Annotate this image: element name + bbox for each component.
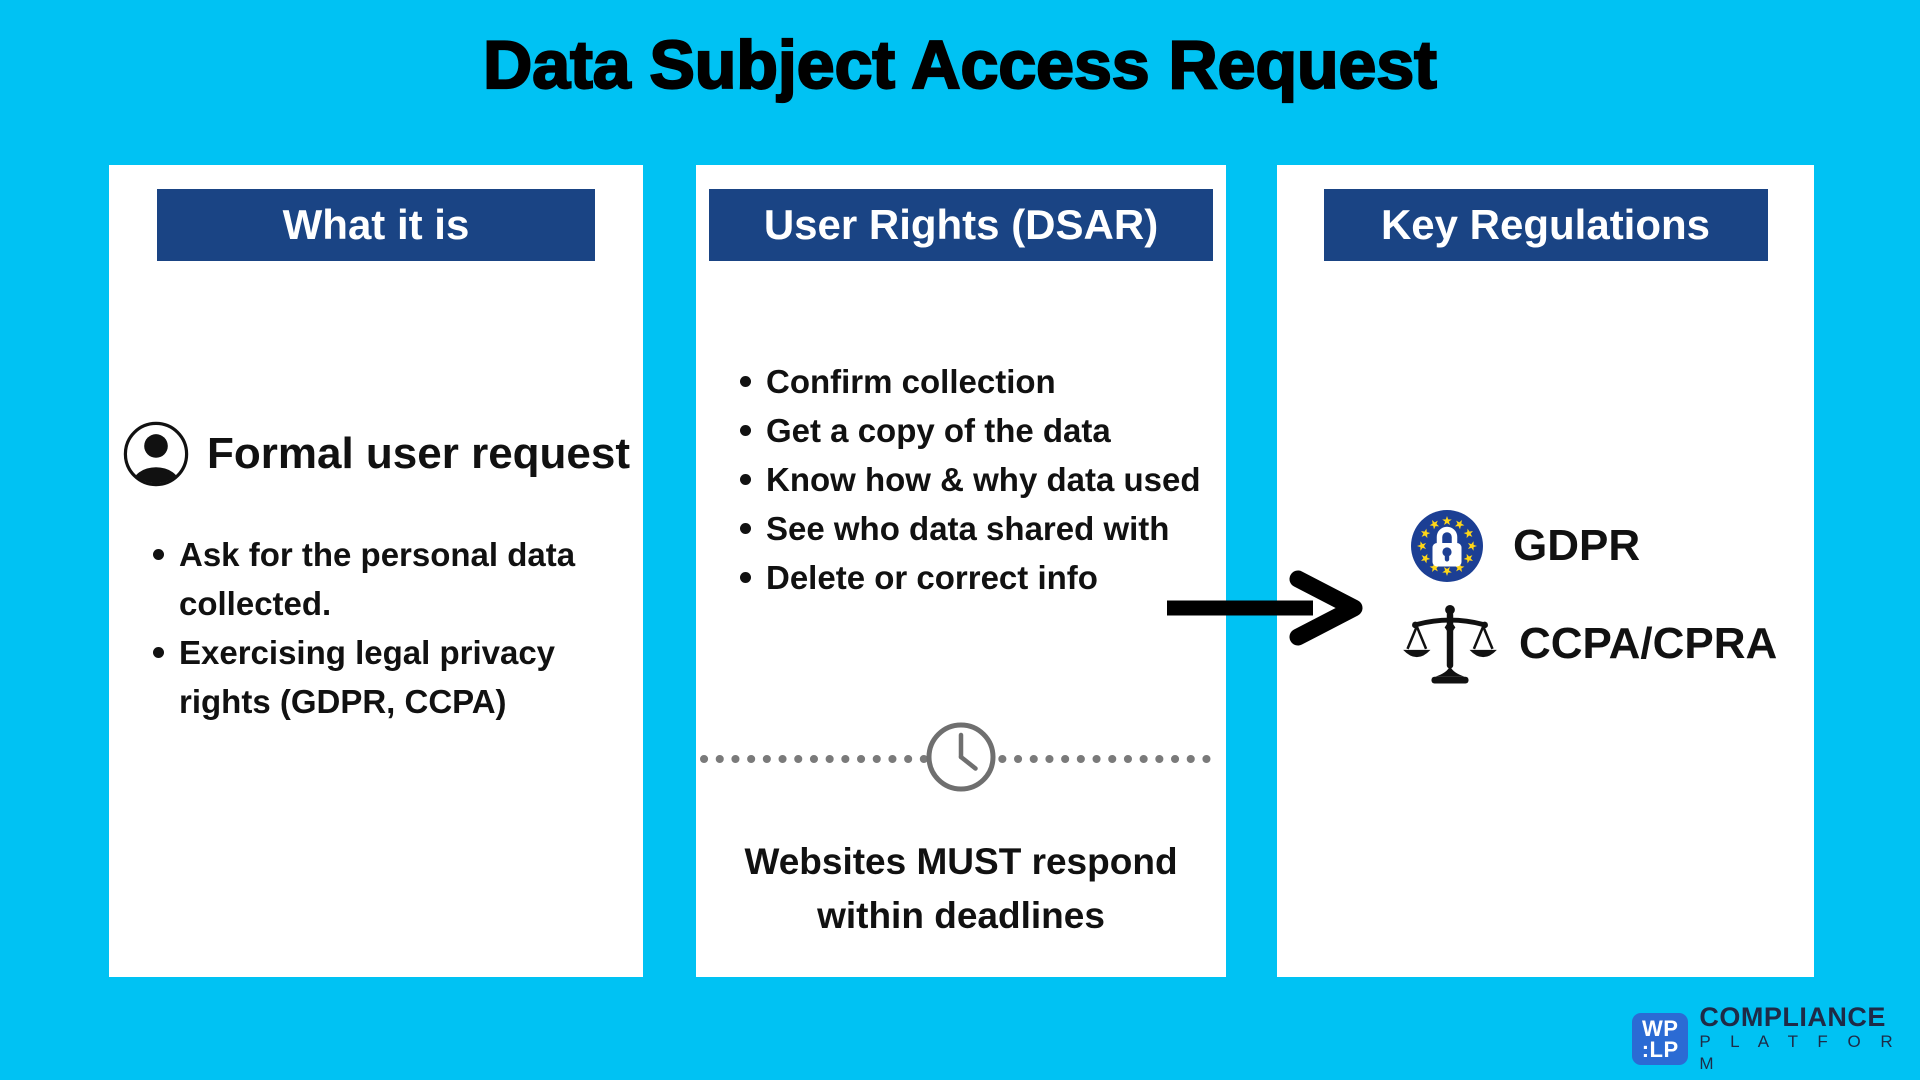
card-what-it-is: What it is Formal user request Ask for t… — [109, 165, 643, 977]
what-it-is-bullet-list: Ask for the personal data collected. Exe… — [153, 530, 639, 726]
logo-wordmark-line-2: P L A T F O R M — [1699, 1032, 1901, 1073]
deadline-note: Websites MUST respond within deadlines — [744, 841, 1178, 936]
bullet-item: Confirm collection — [740, 357, 1236, 406]
badge-line-2: :LP — [1641, 1037, 1679, 1062]
user-rights-bullet-list: Confirm collection Get a copy of the dat… — [740, 357, 1236, 602]
card-user-rights-header: User Rights (DSAR) — [709, 189, 1213, 261]
bullet-item: Get a copy of the data — [740, 406, 1236, 455]
logo-wordmark-line-1: COMPLIANCE — [1699, 1002, 1886, 1032]
person-icon — [123, 421, 189, 487]
page-title: Data Subject Access Request — [482, 26, 1438, 104]
clock-icon — [926, 722, 996, 792]
bullet-item: See who data shared with — [740, 504, 1236, 553]
bullet-item: Know how & why data used — [740, 455, 1236, 504]
compliance-platform-logo: WP :LP COMPLIANCE P L A T F O R M — [1632, 1003, 1920, 1075]
formal-user-request-label: Formal user request — [207, 429, 631, 478]
bullet-item: Exercising legal privacy rights (GDPR, C… — [153, 628, 639, 726]
gdpr-label: GDPR — [1513, 521, 1641, 570]
bullet-item: Delete or correct info — [740, 553, 1236, 602]
card-user-rights: User Rights (DSAR) Confirm collection Ge… — [696, 165, 1226, 977]
card-key-regulations: Key Regulations — [1277, 165, 1814, 977]
ccpa-cpra-row: CCPA/CPRA — [1403, 603, 1778, 685]
wp-lp-badge: WP :LP — [1632, 1013, 1689, 1065]
bullet-item: Ask for the personal data collected. — [153, 530, 639, 628]
justice-scales-icon — [1403, 604, 1497, 684]
gdpr-row: GDPR — [1411, 510, 1640, 582]
logo-wordmark: COMPLIANCE P L A T F O R M — [1699, 1003, 1920, 1075]
formal-user-request-row: Formal user request — [122, 420, 630, 488]
badge-line-1: WP — [1641, 1016, 1679, 1041]
card-key-regulations-header: Key Regulations — [1323, 189, 1768, 261]
eu-gdpr-lock-icon — [1411, 510, 1483, 582]
card-what-it-is-header: What it is — [157, 189, 595, 261]
ccpa-cpra-label: CCPA/CPRA — [1519, 619, 1778, 668]
right-arrow-icon — [1167, 570, 1363, 646]
